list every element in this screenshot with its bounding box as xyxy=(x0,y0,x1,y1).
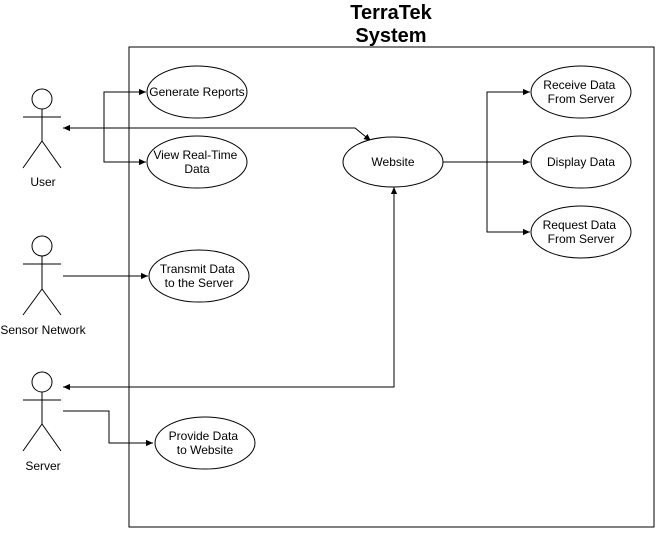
use-case-view-real-time-line1: View Real-Time xyxy=(153,148,237,162)
use-case-website-label: Website xyxy=(371,155,414,169)
connector-user-generate-reports xyxy=(103,88,146,125)
use-case-receive-data: Receive Data From Server xyxy=(530,65,632,119)
use-case-provide-data-line2: to Website xyxy=(177,443,234,457)
connector-server-provide-data xyxy=(63,410,153,447)
svg-text:Generate Reports: Generate Reports xyxy=(149,85,244,99)
connector-website-receive xyxy=(486,88,530,162)
use-case-receive-data-line1: Receive Data xyxy=(543,78,615,92)
use-case-website: Website xyxy=(342,136,444,188)
svg-text:Website: Website xyxy=(371,155,414,169)
use-case-provide-data-line1: Provide Data xyxy=(169,429,239,443)
system-title-line1: TerraTek xyxy=(350,2,432,24)
use-case-provide-data: Provide Data to Website xyxy=(154,416,256,470)
actor-user: User xyxy=(22,88,62,189)
use-case-transmit-data: Transmit Data to the Server xyxy=(148,249,250,303)
actor-server-label: Server xyxy=(25,459,60,473)
svg-text:Receive Data From Server: Receive Data From Server xyxy=(543,78,618,106)
use-case-generate-reports: Generate Reports xyxy=(146,65,248,119)
use-case-display-data-label: Display Data xyxy=(547,155,615,169)
connector-user-website xyxy=(63,124,372,142)
svg-text:Display Data: Display Data xyxy=(547,155,615,169)
connector-server-website xyxy=(63,187,398,391)
use-case-receive-data-line2: From Server xyxy=(548,92,615,106)
use-case-transmit-data-line2: to the Server xyxy=(165,276,234,290)
actor-server: Server xyxy=(22,371,62,473)
use-case-transmit-data-line1: Transmit Data xyxy=(160,262,235,276)
actor-user-label: User xyxy=(30,175,55,189)
use-case-generate-reports-label: Generate Reports xyxy=(149,85,244,99)
use-case-display-data: Display Data xyxy=(530,135,632,189)
svg-text:Transmit Data to the Ser: Transmit Data to the Server xyxy=(160,262,238,290)
actor-sensor-network-label: Sensor Network xyxy=(0,323,86,337)
svg-text:Provide Data to Website: Provide Data to Website xyxy=(169,429,242,457)
svg-text:View Real-Time Data: View Real-Time Data xyxy=(153,148,240,176)
system-title-line2: System xyxy=(355,25,426,47)
use-case-request-data-line2: From Server xyxy=(548,232,615,246)
use-case-request-data-line1: Request Data xyxy=(543,218,617,232)
svg-text:Request Data From Server: Request Data From Server xyxy=(543,218,620,246)
use-case-view-real-time-line2: Data xyxy=(184,162,210,176)
use-case-view-real-time-data: View Real-Time Data xyxy=(146,135,248,189)
connector-website-request xyxy=(486,162,530,236)
actor-sensor-network: Sensor Network xyxy=(0,235,87,337)
use-case-request-data: Request Data From Server xyxy=(530,205,632,259)
